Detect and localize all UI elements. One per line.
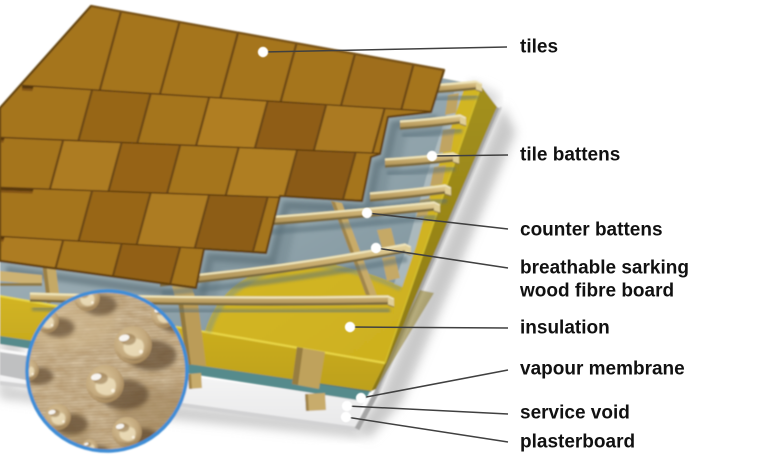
svg-text:service void: service void bbox=[520, 403, 630, 424]
svg-text:wood fibre board: wood fibre board bbox=[519, 281, 674, 302]
svg-text:tile battens: tile battens bbox=[520, 145, 620, 166]
svg-text:vapour membrane: vapour membrane bbox=[520, 359, 685, 380]
svg-text:insulation: insulation bbox=[520, 318, 610, 339]
svg-text:plasterboard: plasterboard bbox=[520, 432, 635, 453]
svg-text:breathable sarking: breathable sarking bbox=[520, 258, 689, 279]
svg-text:tiles: tiles bbox=[520, 37, 558, 58]
svg-text:counter battens: counter battens bbox=[520, 220, 663, 241]
